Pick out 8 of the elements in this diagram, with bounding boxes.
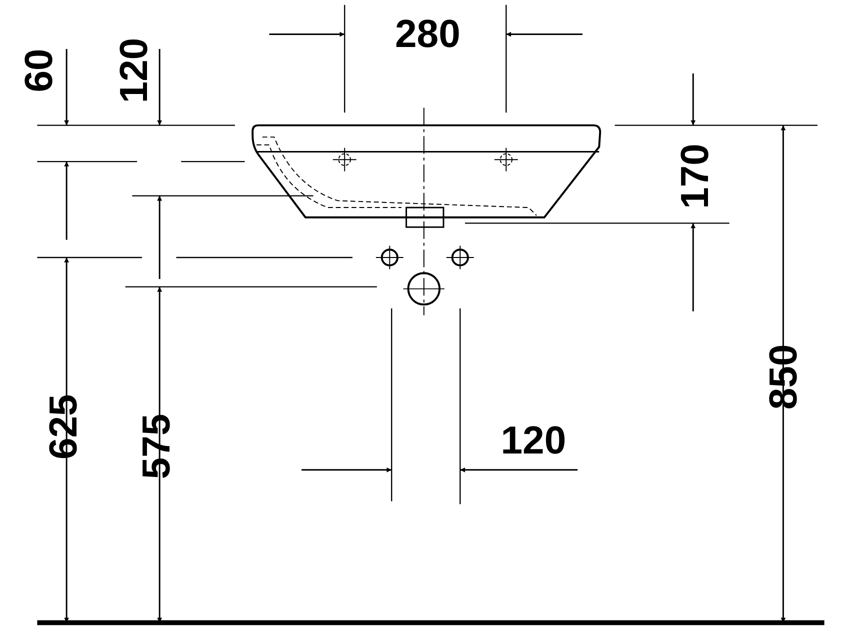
dimension-value: 120 — [500, 420, 566, 460]
dimension-value: 850 — [764, 344, 803, 410]
dimension-value: 575 — [136, 414, 176, 480]
dimension-value: 60 — [19, 48, 58, 92]
dimension-value: 280 — [395, 14, 460, 54]
dimension-value: 120 — [114, 38, 154, 104]
dimension-value: 625 — [44, 394, 84, 460]
dimension-value: 170 — [675, 144, 715, 209]
